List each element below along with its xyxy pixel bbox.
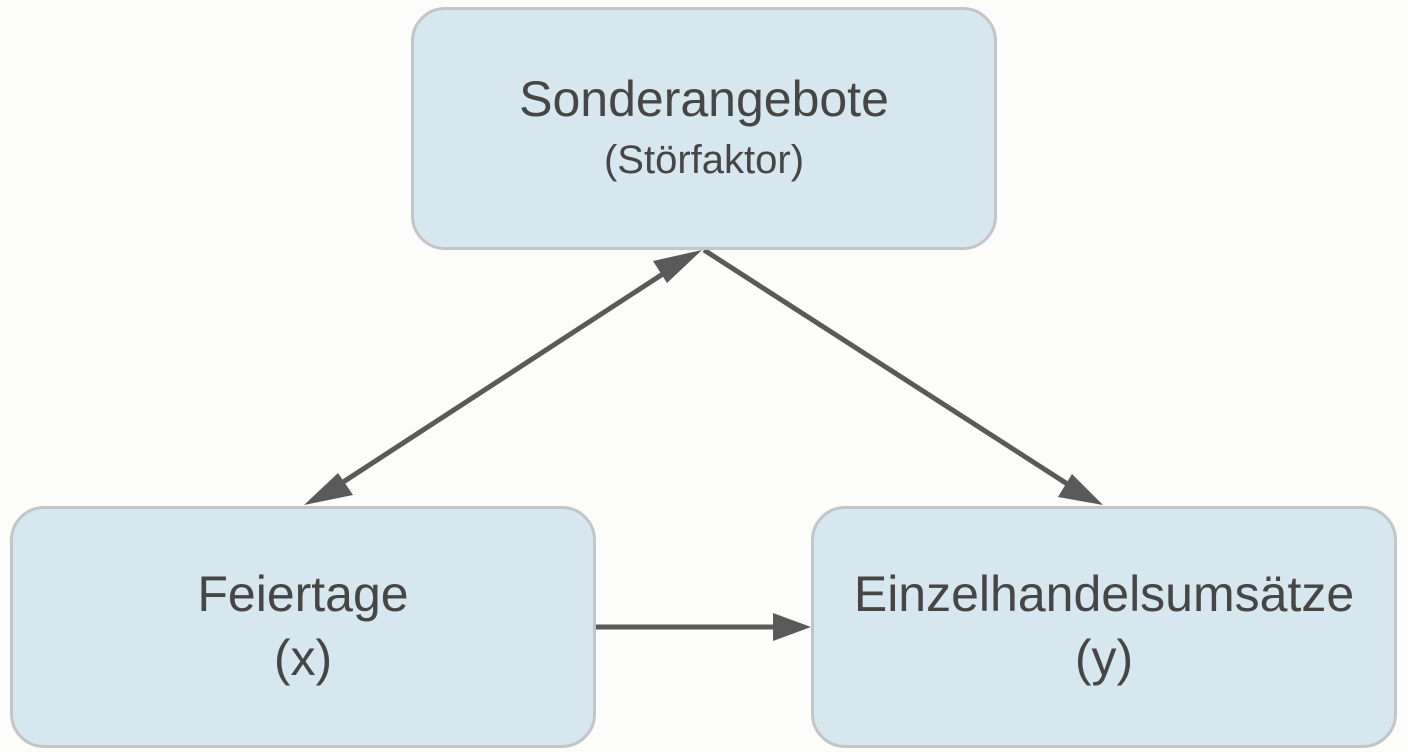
node-confounder: Sonderangebote (Störfaktor) bbox=[411, 7, 997, 250]
arrowhead-to-cause bbox=[304, 473, 353, 505]
arrowhead-to-effect-top bbox=[1058, 474, 1103, 505]
node-cause-title: Feiertage bbox=[197, 566, 409, 622]
arrowhead-to-confounder bbox=[653, 250, 702, 283]
node-cause-subtitle: (x) bbox=[273, 630, 333, 686]
node-confounder-subtitle: (Störfaktor) bbox=[603, 137, 805, 182]
node-confounder-title: Sonderangebote bbox=[519, 70, 889, 127]
arrowhead-to-effect-left bbox=[773, 613, 811, 641]
node-effect-title: Einzelhandelsumsätze bbox=[853, 566, 1355, 622]
node-cause: Feiertage (x) bbox=[10, 506, 596, 748]
node-effect: Einzelhandelsumsätze (y) bbox=[811, 506, 1397, 748]
node-effect-subtitle: (y) bbox=[1074, 630, 1134, 686]
edge-confounder-cause bbox=[332, 265, 674, 491]
edge-confounder-effect bbox=[702, 247, 1074, 490]
